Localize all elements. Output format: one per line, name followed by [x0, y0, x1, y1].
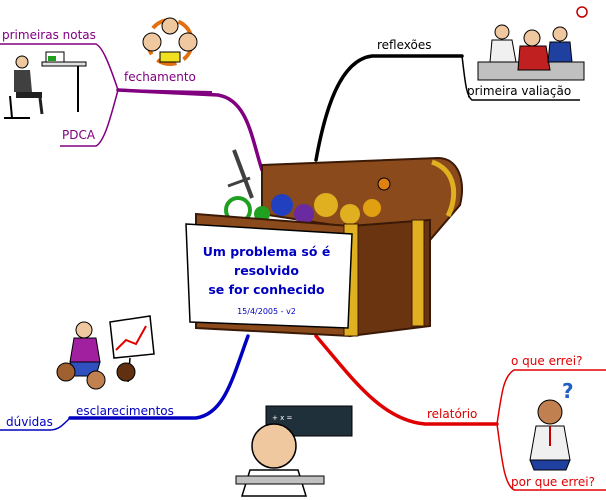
child-line-o-que-errei: [496, 369, 606, 425]
branch-line-relatorio: [314, 334, 499, 426]
central-topic[interactable]: Um problema só é resolvido se for conhec…: [186, 229, 347, 326]
child-line-primeiras-notas: [0, 43, 119, 91]
people-at-desk-icon: [477, 6, 588, 81]
confused-man-icon: ?: [529, 379, 574, 471]
treasure-chest-icon: [185, 149, 463, 338]
node-primeira-valiacao[interactable]: primeira valiação: [467, 84, 572, 98]
person-at-computer-icon: [4, 51, 87, 119]
child-line-duvidas: [0, 417, 71, 431]
people-cycle-icon: [142, 17, 198, 66]
teacher-presentation-icon: [56, 315, 155, 390]
node-pdca[interactable]: PDCA: [62, 128, 96, 142]
central-topic-date: 15/4/2005 - v2: [237, 307, 296, 316]
node-o-que-errei[interactable]: o que errei?: [511, 354, 583, 368]
node-duvidas[interactable]: dúvidas: [6, 415, 53, 429]
node-fechamento[interactable]: fechamento: [124, 70, 196, 84]
child-line-pdca: [60, 89, 119, 147]
node-reflexoes[interactable]: reflexões: [377, 38, 432, 52]
central-title-line-2: resolvido: [234, 263, 299, 278]
node-esclarecimentos[interactable]: esclarecimentos: [76, 404, 174, 418]
central-topic-title: Um problema só é resolvido se for conhec…: [186, 229, 347, 299]
node-por-que-errei[interactable]: por que errei?: [511, 475, 595, 489]
branch-line-reflexoes: [314, 54, 464, 162]
central-title-line-3: se for conhecido: [208, 282, 325, 297]
teacher-blackboard-icon: + x =: [235, 405, 353, 497]
svg-text:+ x =: + x =: [272, 414, 292, 422]
branch-line-fechamento-underline: [117, 89, 213, 93]
node-relatorio[interactable]: relatório: [427, 407, 478, 421]
central-title-line-1: Um problema só é: [202, 244, 331, 259]
branch-line-fechamento: [116, 88, 264, 172]
child-line-por-que-errei: [496, 423, 606, 491]
branch-line-esclarecimentos: [68, 334, 250, 420]
child-line-primeira-valiacao: [461, 55, 580, 101]
svg-text:?: ?: [562, 379, 574, 403]
node-primeiras-notas[interactable]: primeiras notas: [2, 28, 96, 42]
